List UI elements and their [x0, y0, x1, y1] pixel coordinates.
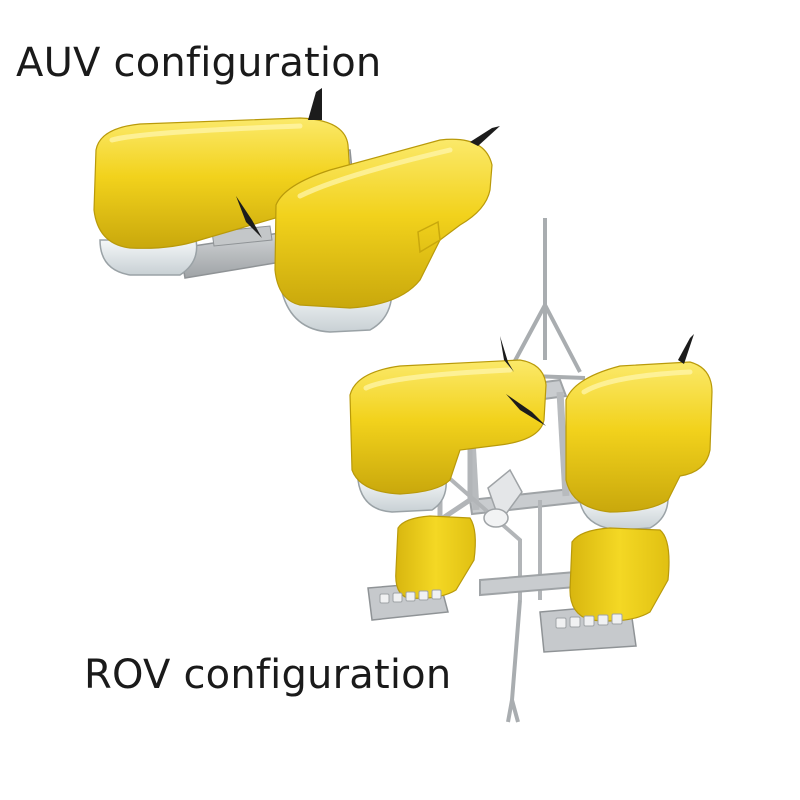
rov-lifting-bail	[504, 218, 586, 380]
rov-vehicle	[349, 218, 713, 723]
auv-right-hull	[274, 138, 493, 333]
rov-configuration-label: ROV configuration	[84, 652, 452, 698]
rov-camera-canister	[483, 468, 523, 528]
auv-left-hull	[93, 117, 351, 276]
auv-thruster-icon-middle	[236, 196, 262, 238]
rov-lower-left-skid	[367, 515, 476, 621]
auv-configuration-label: AUV configuration	[16, 40, 382, 86]
rov-lower-right-skid	[539, 527, 670, 653]
rov-left-upper-hull	[349, 359, 547, 513]
rov-thruster-icon-center	[506, 394, 546, 426]
auv-thruster-icon-right	[470, 126, 500, 146]
rov-thruster-icon-right	[678, 334, 694, 364]
rov-bottom-probe	[506, 599, 522, 723]
auv-thruster-icon-top	[308, 88, 322, 120]
rov-right-upper-hull	[565, 361, 713, 531]
auv-vehicle	[93, 88, 500, 333]
